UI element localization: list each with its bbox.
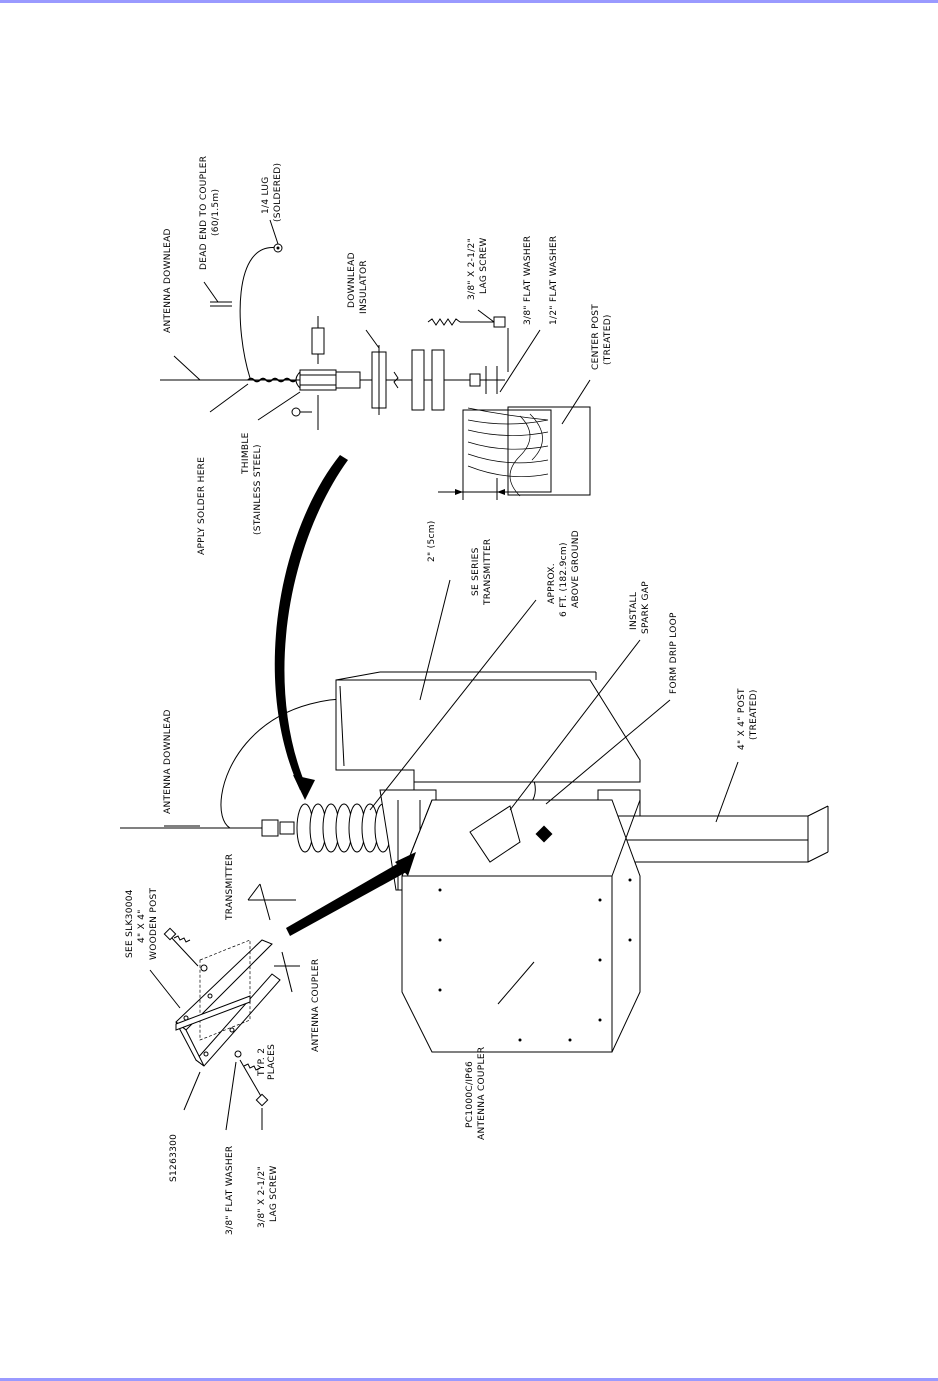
label-see-slk-3: WOODEN POST — [149, 887, 159, 960]
label-approx-2: 6 FT. (182.9cm) — [559, 542, 569, 617]
label-dead-end-1: DEAD END TO COUPLER — [199, 156, 209, 270]
label-typ-2: PLACES — [267, 1044, 277, 1080]
label-center-post-1: CENTER POST — [591, 304, 601, 370]
page-top-rule — [0, 0, 938, 3]
page-bottom-rule — [0, 1378, 938, 1381]
bracket-detail — [149, 883, 300, 1131]
label-approx-3: ABOVE GROUND — [571, 530, 581, 608]
label-se-series-1: SE SERIES — [471, 547, 481, 596]
label-lag-screw-bot-1: 3/8" X 2-1/2" — [257, 1166, 267, 1228]
label-part-no: S1263300 — [169, 1134, 179, 1182]
label-apply-solder: APPLY SOLDER HERE — [197, 457, 207, 555]
label-lag-screw-top-1: 3/8" X 2-1/2" — [467, 238, 477, 300]
label-approx-1: APPROX. — [547, 563, 557, 604]
main-leaders — [164, 579, 739, 1005]
label-lag-screw-bot-2: LAG SCREW — [269, 1165, 279, 1222]
top-detail-leaders — [173, 219, 591, 425]
label-antenna-downlead-top: ANTENNA DOWNLEAD — [163, 228, 173, 333]
label-lug-2: (SOLDERED) — [273, 163, 283, 222]
label-see-slk-2: 4" X 4" — [137, 909, 147, 943]
label-post-4x4-2: (TREATED) — [749, 689, 759, 740]
label-spark-gap-2: SPARK GAP — [641, 581, 651, 634]
label-flat-washer-38-top: 3/8" FLAT WASHER — [523, 236, 533, 325]
label-lug-1: 1/4 LUG — [261, 176, 271, 214]
label-post-4x4-1: 4" X 4" POST — [737, 688, 747, 750]
label-downlead-insulator-2: INSULATOR — [359, 260, 369, 314]
label-thimble-1: THIMBLE — [241, 432, 251, 475]
label-se-series-2: TRANSMITTER — [483, 539, 493, 607]
label-transmitter: TRANSMITTER — [225, 854, 235, 922]
label-center-post-2: (TREATED) — [603, 314, 613, 365]
label-typ-1: TYP. 2 — [257, 1048, 267, 1077]
curved-reference-arrow — [274, 455, 348, 800]
label-flat-washer-38-bot: 3/8" FLAT WASHER — [225, 1146, 235, 1235]
label-dim-2in: 2" (5cm) — [427, 520, 437, 562]
label-dead-end-2: (60/1.5m) — [211, 189, 221, 236]
label-lag-screw-top-2: LAG SCREW — [479, 237, 489, 294]
label-drip-loop: FORM DRIP LOOP — [669, 612, 679, 694]
label-antenna-downlead-mid: ANTENNA DOWNLEAD — [163, 709, 173, 814]
label-see-slk-1: SEE SLK30004 — [125, 889, 135, 958]
label-coupler-2: ANTENNA COUPLER — [477, 1047, 487, 1140]
labels: ANTENNA DOWNLEAD DEAD END TO COUPLER (60… — [125, 156, 759, 1235]
label-spark-gap-1: INSTALL — [629, 592, 639, 630]
label-thimble-2: (STAINLESS STEEL) — [253, 444, 263, 535]
label-flat-washer-12-top: 1/2" FLAT WASHER — [549, 236, 559, 325]
label-coupler-1: PC1000C/IP66 — [465, 1061, 475, 1128]
label-antenna-coupler: ANTENNA COUPLER — [311, 959, 321, 1052]
downlead-insulator-detail — [160, 243, 591, 500]
label-downlead-insulator-1: DOWNLEAD — [347, 252, 357, 308]
